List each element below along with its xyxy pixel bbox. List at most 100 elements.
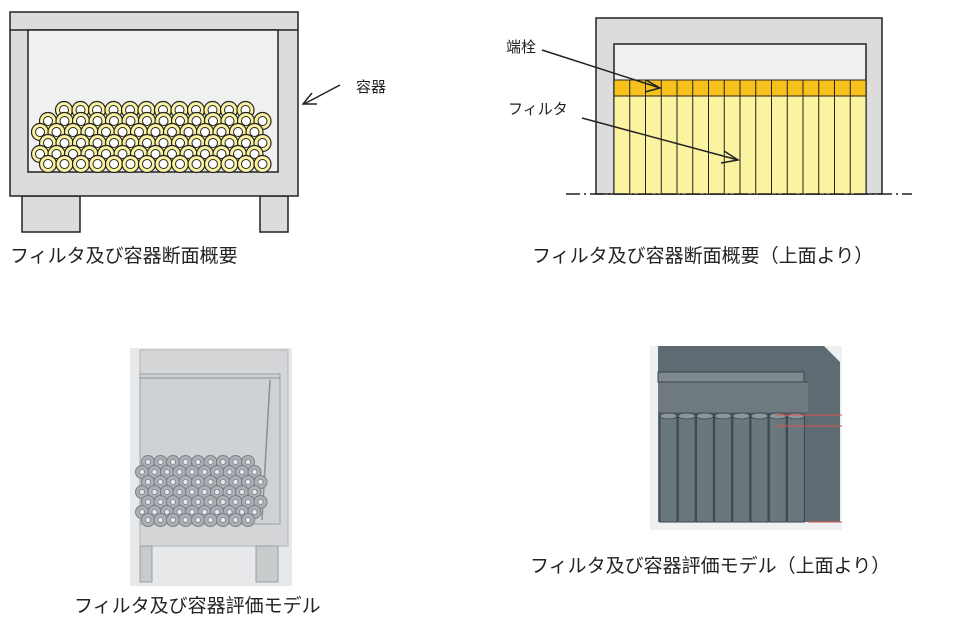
model-filter-rod (786, 413, 805, 523)
model-filter-rod-top (732, 412, 751, 420)
top-section-diagram: 端栓 フィルタ (506, 17, 912, 195)
model-filter-circle-core (219, 517, 226, 524)
model-filter-circles (135, 455, 268, 527)
model-filter-circle-core (207, 517, 214, 524)
filter-circle-core (216, 149, 227, 159)
model-filter-circle-core (169, 517, 176, 524)
filter-circle-core (249, 149, 260, 159)
model-filter-rod (750, 413, 769, 523)
filter-circle-core (233, 127, 243, 137)
model-filter-circle-core (157, 498, 164, 505)
model-filter-circle-core (238, 488, 245, 495)
container-arrow (303, 84, 341, 105)
filter-circle-core (191, 138, 202, 148)
eval-model-caption: フィルタ及び容器評価モデル (74, 595, 321, 617)
model-filter-circle-core (169, 478, 176, 485)
filter-circle-core (109, 116, 119, 126)
filter-arrow (581, 117, 739, 161)
model-filter-circle-core (176, 468, 183, 475)
model-filter-circle-core (182, 478, 189, 485)
filter-circle-core (191, 159, 202, 169)
model-filter-rod-top (787, 412, 805, 420)
filter-circle-core (35, 127, 45, 137)
model-filter-circle-core (251, 508, 258, 515)
model-filter-circle-core (169, 498, 176, 505)
filter-circle-core (76, 116, 86, 126)
top-section-caption: フィルタ及び容器断面概要（上面より） (532, 245, 873, 267)
filter-circle-core (208, 116, 218, 126)
model-filter-circle-core (244, 517, 251, 524)
model-filter-circle-core (244, 458, 251, 465)
filter-circle-core (241, 159, 251, 169)
filter-circle-core (167, 127, 177, 137)
model-filter-circle-core (194, 458, 201, 465)
model-filter-circle-core (219, 498, 226, 505)
filter-circle-core (241, 138, 251, 148)
model-filter-circle-core (169, 458, 176, 465)
filter-circle-core (208, 138, 218, 148)
model-filter-rod-top (750, 412, 769, 420)
model-filter-circle-core (213, 488, 220, 495)
model-filter-circle-core (157, 517, 164, 524)
model-filter-circle-core (232, 498, 239, 505)
filter-circle-core (43, 138, 53, 148)
model-filter-circle-core (251, 488, 258, 495)
model-filter-circle-core (163, 508, 170, 515)
model-filter-circle-core (176, 508, 183, 515)
filter-circle-core (84, 127, 95, 137)
model-filter-circle-core (232, 517, 239, 524)
filter-circle-core (134, 127, 144, 137)
filter-circle-core (35, 149, 45, 159)
filter-circle-core (249, 127, 260, 137)
model-filter-circle-core (194, 517, 201, 524)
filter-circle-core (59, 138, 70, 148)
filter-circle-core (92, 138, 103, 148)
filter-circle-core (125, 159, 136, 169)
model-filter-rod (768, 413, 787, 523)
model-filter-circle-core (251, 468, 258, 475)
model-filter-circle-core (157, 478, 164, 485)
filter-circle-core (216, 127, 227, 137)
filter-circle-core (241, 116, 251, 126)
filter-circle-core (92, 116, 103, 126)
filter-circle-core (257, 159, 268, 169)
model-filter-circle-core (138, 508, 145, 515)
model-filter-rods (659, 412, 805, 523)
filter-circle-core (117, 149, 128, 159)
model-filter-circle-core (219, 458, 226, 465)
model-filter-rod-top (768, 412, 787, 420)
filter-circle-core (59, 159, 70, 169)
model-filter-circle-core (188, 508, 195, 515)
model-filter-circle-core (244, 498, 251, 505)
filter-circle-core (257, 138, 268, 148)
model-filter-rod (732, 413, 751, 523)
model-filter-circle-core (244, 478, 251, 485)
model-filter-circle-core (213, 508, 220, 515)
eval-model-top-caption: フィルタ及び容器評価モデル（上面より） (530, 555, 890, 577)
filter-circle-core (233, 149, 243, 159)
model-filter-circle-core (188, 468, 195, 475)
filter-circle-core (43, 159, 53, 169)
model-filter-circle-core (144, 517, 151, 524)
model-filter-circle-core (201, 488, 208, 495)
filter-circle-core (125, 138, 136, 148)
model-filter-circle-core (163, 488, 170, 495)
filter-circle-core (51, 127, 62, 137)
model-filter-circle-core (182, 498, 189, 505)
filter-circle-core (175, 116, 185, 126)
model-filter-circle-core (138, 488, 145, 495)
filter-circle-core (175, 138, 185, 148)
model-filter-circle-core (151, 488, 158, 495)
filter-circle-core (158, 159, 169, 169)
model-filter-circle-core (257, 478, 264, 485)
filter-circle-core (84, 149, 95, 159)
end-plug-label: 端栓 (506, 38, 536, 56)
model-filter-circle-core (207, 498, 214, 505)
model-filter-circle-core (257, 498, 264, 505)
model-filter-rod (677, 413, 696, 523)
filter-circle-core (142, 159, 152, 169)
filter-circle-core (142, 138, 152, 148)
eval-model-render (130, 348, 292, 586)
eval-model-top-render (650, 346, 842, 530)
model-filter-circle-core (144, 458, 151, 465)
